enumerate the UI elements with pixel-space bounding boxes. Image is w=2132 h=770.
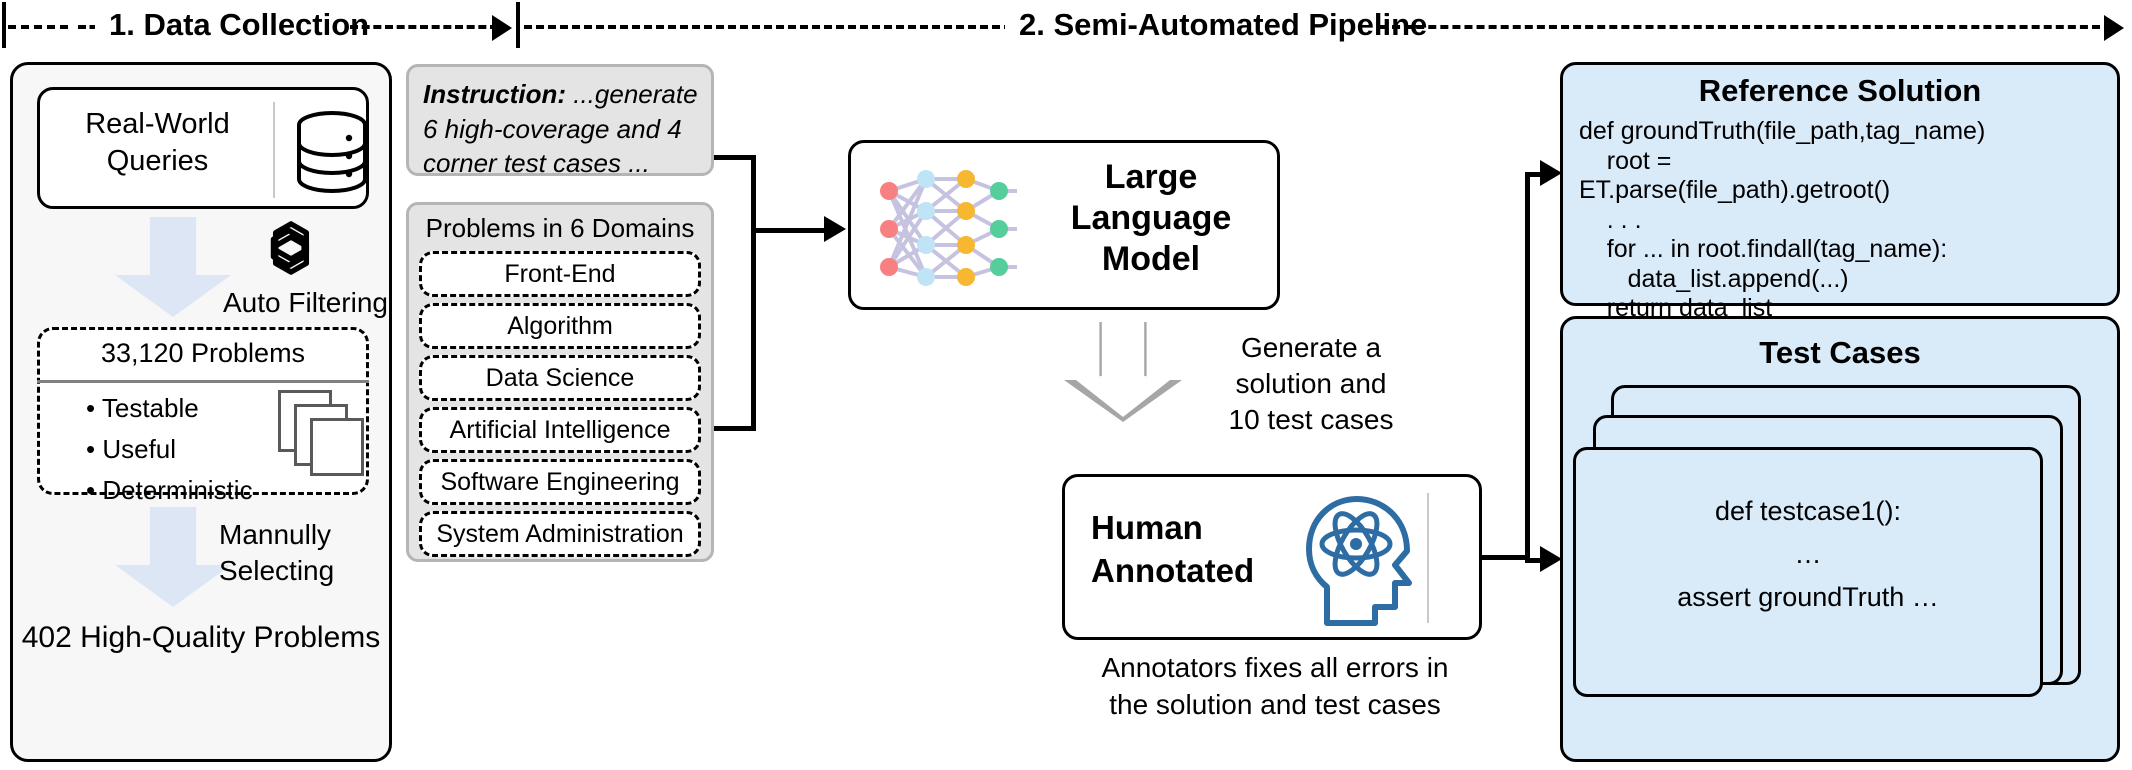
- criteria-item-useful: • Useful: [86, 434, 177, 465]
- generate-caption-line1: Generate a: [1240, 332, 1382, 363]
- llm-line2: Language: [1070, 198, 1232, 237]
- manual-selecting-line1: Mannully: [219, 519, 332, 550]
- real-world-queries-box: Real-World Queries: [37, 87, 369, 209]
- documents-stack-icon: [278, 390, 370, 476]
- instruction-line3: corner test cases ...: [423, 148, 650, 179]
- auto-filtering-label: Auto Filtering: [223, 287, 388, 318]
- filtered-problems-box: 33,120 Problems • Testable • Useful • De…: [37, 327, 370, 505]
- reference-code-line-2: root =: [1579, 146, 1672, 175]
- domains-box: Problems in 6 Domains Front-End Algorith…: [406, 202, 714, 562]
- instruction-line2: 6 high-coverage and 4: [423, 113, 682, 144]
- test-case-code-line-2: …: [1794, 539, 1822, 570]
- phase1-label: 1. Data Collection: [95, 0, 384, 50]
- human-annotated-line1: Human: [1091, 509, 1203, 546]
- phase2-arrowhead-icon: [2104, 15, 2124, 41]
- domain-chip-data-science[interactable]: Data Science: [419, 355, 701, 401]
- phase1-dash-c: [350, 25, 498, 29]
- human-box-divider: [1427, 493, 1429, 623]
- phase-tick-middle: [516, 2, 520, 48]
- generate-caption-line3: 10 test cases: [1228, 403, 1394, 435]
- test-case-code-line-1: def testcase1():: [1714, 496, 1902, 526]
- data-collection-panel: Real-World Queries: [10, 62, 392, 762]
- reference-solution-box: Reference Solution def groundTruth(file_…: [1560, 62, 2120, 322]
- instruction-box: Instruction: ...generate 6 high-coverage…: [406, 64, 714, 178]
- domain-label-system-administration: System Administration: [436, 519, 684, 548]
- connector-to-reference: [1525, 172, 1545, 177]
- domain-chip-artificial-intelligence[interactable]: Artificial Intelligence: [419, 407, 701, 453]
- manual-selecting-line2: Selecting: [219, 555, 335, 587]
- connector-merge-to-llm: [751, 228, 826, 233]
- phase-tick-left: [2, 2, 6, 48]
- domain-label-data-science: Data Science: [485, 363, 635, 392]
- generate-arrow-icon: [1064, 322, 1182, 422]
- phase2-dash-a: [524, 25, 1024, 29]
- human-caption-line1: Annotators fixes all errors in: [1101, 652, 1449, 683]
- large-language-model-box: Large Language Model: [848, 140, 1280, 310]
- connector-instruction-out: [714, 155, 756, 160]
- test-cases-title: Test Cases: [1759, 335, 1921, 370]
- criteria-item-deterministic: • Deterministic: [86, 475, 253, 506]
- domain-chip-algorithm[interactable]: Algorithm: [419, 303, 701, 349]
- connector-human-out: [1482, 555, 1530, 560]
- human-annotated-line2: Annotated: [1091, 551, 1255, 589]
- domain-chip-system-administration[interactable]: System Administration: [419, 511, 701, 557]
- reference-code-line-5: for ... in root.findall(tag_name):: [1579, 235, 1948, 263]
- llm-line3: Model: [1101, 239, 1201, 278]
- real-world-queries-line1: Real-World: [85, 108, 230, 140]
- phase-banner: 1. Data Collection 2. Semi-Automated Pip…: [0, 0, 2132, 52]
- generate-caption-line2: solution and: [1235, 367, 1387, 399]
- manual-selecting-arrow-icon: [115, 507, 231, 607]
- phase1-dash-a: [8, 25, 68, 29]
- llm-line1: Large: [1104, 158, 1198, 196]
- head-atom-icon: [1306, 496, 1412, 626]
- human-annotated-box: Human Annotated: [1062, 474, 1482, 640]
- human-caption-line2: the solution and test cases: [1109, 688, 1441, 720]
- database-icon: [297, 111, 367, 193]
- filtered-divider: [37, 380, 369, 383]
- connector-llm-arrowhead-icon: [824, 216, 846, 242]
- neural-network-icon: [880, 170, 1017, 286]
- domains-header: Problems in 6 Domains: [425, 213, 695, 243]
- connector-merge-vertical: [751, 155, 756, 431]
- test-cases-box: Test Cases def testcase1(): … assert gro…: [1560, 316, 2120, 762]
- test-case-code-line-3: assert groundTruth …: [1677, 582, 1939, 613]
- domain-chip-software-engineering[interactable]: Software Engineering: [419, 459, 701, 505]
- test-case-card-front: def testcase1(): … assert groundTruth …: [1573, 447, 2043, 697]
- reference-code-line-1: def groundTruth(file_path,tag_name): [1579, 117, 1986, 145]
- domain-chip-front-end[interactable]: Front-End: [419, 251, 701, 297]
- domain-label-software-engineering: Software Engineering: [440, 467, 680, 496]
- domain-label-artificial-intelligence: Artificial Intelligence: [449, 415, 671, 444]
- connector-testcases-arrowhead-icon: [1540, 546, 1562, 572]
- instruction-line1-rest: ...generate: [566, 79, 698, 109]
- domain-label-front-end: Front-End: [504, 259, 616, 288]
- criteria-item-testable: • Testable: [86, 393, 199, 423]
- filtered-count-label: 33,120 Problems: [100, 338, 306, 368]
- auto-filtering-arrow-icon: [115, 217, 231, 317]
- phase2-dash-b: [1380, 25, 2100, 29]
- reference-code-line-6: data_list.append(...): [1579, 264, 1849, 293]
- connector-domains-out: [714, 426, 756, 431]
- final-problems-label: 402 High-Quality Problems: [21, 621, 381, 654]
- instruction-prefix: Instruction:: [423, 79, 566, 109]
- connector-output-vertical: [1525, 172, 1530, 560]
- reference-solution-title: Reference Solution: [1698, 73, 1982, 108]
- domain-label-algorithm: Algorithm: [507, 311, 613, 340]
- connector-reference-arrowhead-icon: [1540, 160, 1562, 186]
- phase1-arrowhead-icon: [492, 15, 512, 41]
- phase2-label: 2. Semi-Automated Pipeline: [1005, 0, 1442, 50]
- connector-to-testcases: [1525, 558, 1545, 563]
- queries-box-divider: [273, 102, 275, 198]
- reference-code-line-4: . . .: [1579, 205, 1642, 234]
- real-world-queries-line2: Queries: [106, 145, 209, 178]
- reference-code-line-3: ET.parse(file_path).getroot(): [1579, 176, 1891, 204]
- openai-logo-icon: [270, 221, 310, 275]
